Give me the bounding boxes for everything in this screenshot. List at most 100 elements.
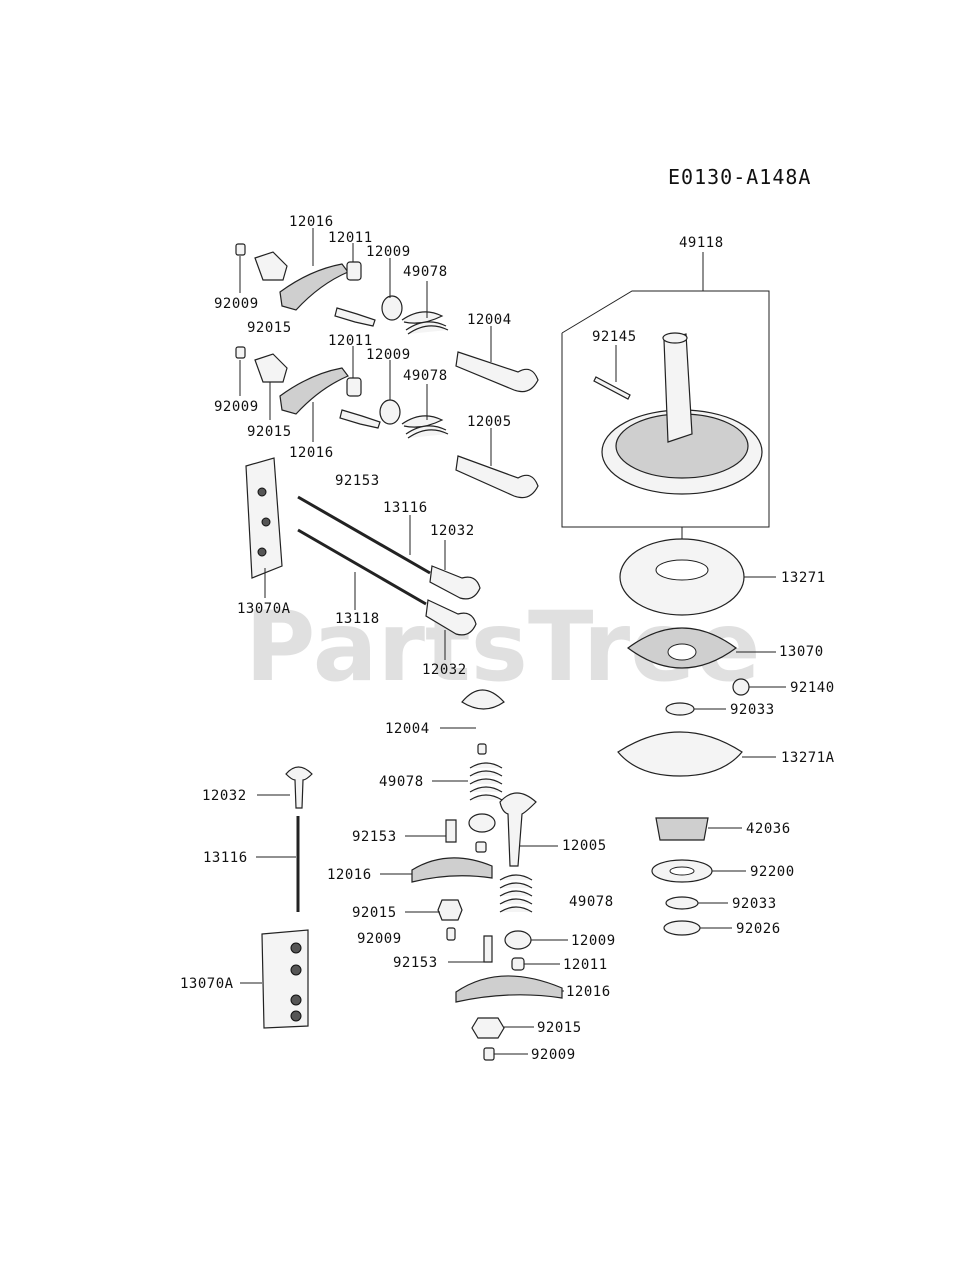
label-92009[interactable]: 92009	[214, 399, 259, 415]
label-13070A[interactable]: 13070A	[237, 601, 291, 617]
part-12016-rocker-arm-lower[interactable]	[279, 367, 349, 415]
part-92009-nut-lower[interactable]	[235, 346, 246, 359]
part-92009-nut-low[interactable]	[483, 1047, 495, 1061]
label-92009[interactable]: 92009	[214, 296, 259, 312]
label-92153[interactable]: 92153	[393, 955, 438, 971]
label-12016[interactable]: 12016	[289, 445, 334, 461]
part-12032-lifter-lower-left[interactable]	[285, 766, 313, 809]
label-12005[interactable]: 12005	[467, 414, 512, 430]
label-13070[interactable]: 13070	[779, 644, 824, 660]
label-12011[interactable]: 12011	[563, 957, 608, 973]
part-12016-rocker-arm-low[interactable]	[455, 975, 563, 1003]
part-92033-snap-ring-lower[interactable]	[665, 896, 699, 910]
rocker-assembly-upper	[235, 228, 539, 393]
part-12011-pivot-upper[interactable]	[346, 261, 362, 281]
part-92140-ball[interactable]	[732, 678, 750, 696]
label-92026[interactable]: 92026	[736, 921, 781, 937]
part-12009-retainer-mid[interactable]	[468, 813, 496, 833]
part-12004-valve-upper[interactable]	[455, 351, 539, 393]
label-13271[interactable]: 13271	[781, 570, 826, 586]
part-12016-rocker-arm-upper[interactable]	[279, 263, 349, 311]
label-12004[interactable]: 12004	[385, 721, 430, 737]
label-12032[interactable]: 12032	[202, 788, 247, 804]
label-13271A[interactable]: 13271A	[781, 750, 835, 766]
part-92153-stud-lower[interactable]	[339, 409, 381, 429]
label-12011[interactable]: 12011	[328, 230, 373, 246]
label-12011[interactable]: 12011	[328, 333, 373, 349]
label-12009[interactable]: 12009	[571, 933, 616, 949]
part-49078-spring-mid[interactable]	[469, 762, 503, 801]
label-92153[interactable]: 92153	[335, 473, 380, 489]
part-49078-spring-upper[interactable]	[401, 311, 449, 335]
part-92153-stud-upper[interactable]	[334, 307, 376, 327]
label-12032[interactable]: 12032	[422, 662, 467, 678]
part-13116-push-rod-upper[interactable]	[297, 495, 431, 575]
label-49118[interactable]: 49118	[679, 235, 724, 251]
label-13070A[interactable]: 13070A	[180, 976, 234, 992]
part-13271A-governor-cup[interactable]	[617, 731, 743, 777]
part-92153-stud-mid[interactable]	[445, 819, 457, 843]
label-92033[interactable]: 92033	[732, 896, 777, 912]
part-12009-retainer-upper[interactable]	[381, 295, 403, 321]
part-12011-pivot-low[interactable]	[511, 957, 525, 971]
part-92026-washer[interactable]	[663, 920, 701, 936]
part-12005-valve-mid[interactable]	[499, 792, 537, 867]
part-92015-adjuster-upper[interactable]	[254, 251, 288, 281]
label-13116[interactable]: 13116	[383, 500, 428, 516]
part-12009-retainer-low[interactable]	[504, 930, 532, 950]
label-92145[interactable]: 92145	[592, 329, 637, 345]
label-12005[interactable]: 12005	[562, 838, 607, 854]
part-12032-lifter-lower[interactable]	[425, 599, 477, 636]
part-92015-adjuster-lower[interactable]	[254, 353, 288, 383]
label-12004[interactable]: 12004	[467, 312, 512, 328]
label-92033[interactable]: 92033	[730, 702, 775, 718]
label-13116[interactable]: 13116	[203, 850, 248, 866]
label-49078[interactable]: 49078	[569, 894, 614, 910]
label-12016[interactable]: 12016	[566, 984, 611, 1000]
part-12016-rocker-arm-mid[interactable]	[411, 857, 493, 883]
label-42036[interactable]: 42036	[746, 821, 791, 837]
part-12009-retainer-lower[interactable]	[379, 399, 401, 425]
part-13070A-guide-plate-lower[interactable]	[261, 929, 309, 1029]
push-rod-group	[245, 457, 481, 660]
label-92200[interactable]: 92200	[750, 864, 795, 880]
label-12009[interactable]: 12009	[366, 244, 411, 260]
part-92145-pin[interactable]	[593, 376, 631, 400]
rocker-assembly-lower	[235, 346, 539, 499]
part-13118-push-rod-lower[interactable]	[297, 528, 427, 606]
label-49078[interactable]: 49078	[379, 774, 424, 790]
part-49078-spring-low[interactable]	[499, 874, 533, 913]
part-92153-stud-low[interactable]	[483, 935, 493, 963]
camshaft-group	[561, 252, 786, 936]
label-49078[interactable]: 49078	[403, 264, 448, 280]
label-13118[interactable]: 13118	[335, 611, 380, 627]
label-92009[interactable]: 92009	[357, 931, 402, 947]
label-12016[interactable]: 12016	[289, 214, 334, 230]
part-42036-sleeve[interactable]	[655, 817, 709, 841]
label-92015[interactable]: 92015	[352, 905, 397, 921]
label-49078[interactable]: 49078	[403, 368, 448, 384]
label-92153[interactable]: 92153	[352, 829, 397, 845]
part-12011-pivot-lower[interactable]	[346, 377, 362, 397]
part-92009-nut-upper[interactable]	[235, 243, 246, 256]
part-92015-adjuster-low[interactable]	[471, 1017, 505, 1039]
label-92140[interactable]: 92140	[790, 680, 835, 696]
label-92009[interactable]: 92009	[531, 1047, 576, 1063]
lifter-rod-lower-left	[240, 766, 313, 1029]
label-92015[interactable]: 92015	[247, 320, 292, 336]
part-49078-spring-lower[interactable]	[401, 415, 449, 439]
part-92009-nut-mid[interactable]	[446, 927, 456, 941]
part-92015-adjuster-mid[interactable]	[437, 899, 463, 921]
label-12009[interactable]: 12009	[366, 347, 411, 363]
part-92033-snap-ring-upper[interactable]	[665, 702, 695, 716]
label-12016[interactable]: 12016	[327, 867, 372, 883]
label-92015[interactable]: 92015	[247, 424, 292, 440]
label-12032[interactable]: 12032	[430, 523, 475, 539]
part-12032-lifter-upper[interactable]	[429, 565, 481, 600]
diagram-code: E0130-A148A	[668, 165, 811, 189]
part-12004-valve-head[interactable]	[461, 689, 505, 710]
part-12005-valve-upper[interactable]	[455, 455, 539, 499]
label-92015[interactable]: 92015	[537, 1020, 582, 1036]
part-49118-camshaft[interactable]	[663, 333, 693, 443]
